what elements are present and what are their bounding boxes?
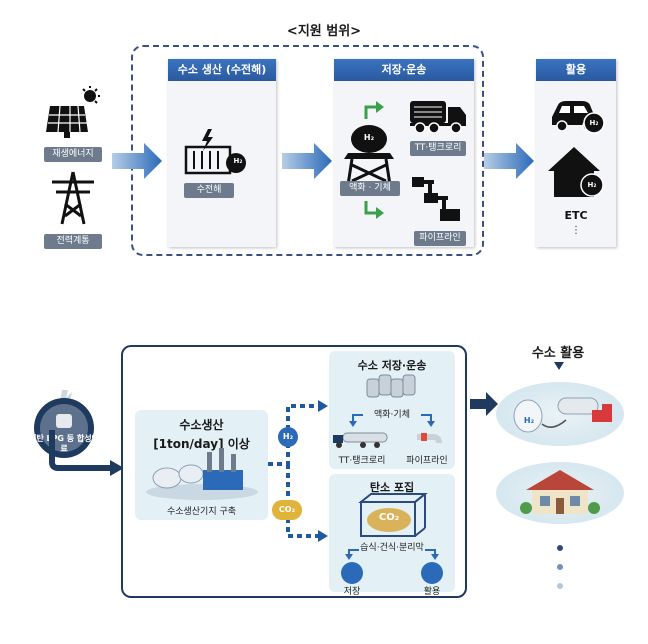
- production-header: 수소 생산 (수전해): [168, 59, 276, 81]
- flow-arrow-icon: [282, 143, 332, 179]
- utilization-header: 활용: [536, 59, 616, 81]
- dotted-connector: [268, 400, 328, 542]
- flow-arrow-icon: [112, 143, 162, 179]
- more-indicator: ⋮: [571, 225, 581, 236]
- synthetic-fuel-source: 메탄 LPG 등 합성연료: [20, 388, 108, 460]
- flow-arrow-icon: [484, 143, 534, 179]
- green-down-arrow-icon: [364, 201, 384, 219]
- pipeline-icon: [412, 177, 460, 221]
- hydrogen-tank-tower-icon: [344, 125, 394, 186]
- h2-icon-label: H₂: [233, 157, 243, 165]
- power-grid-label: 전력계통: [44, 234, 102, 249]
- tube-trailer-chip: TT·탱크로리: [410, 141, 466, 156]
- feed-arrow-icon: [49, 430, 124, 476]
- h2-icon-label: H₂: [589, 119, 599, 127]
- split-arrows-icon: [345, 549, 439, 560]
- renewable-energy-source: 재생에너지: [44, 86, 102, 162]
- car-icon: [552, 101, 605, 134]
- more-dot: [557, 545, 563, 551]
- carbon-capture-panel: 탄소 포집 CO₂ 습식·건식·분리막 저장 활용: [329, 474, 455, 597]
- production-caption: 수소생산기지 구축: [166, 507, 237, 517]
- renewable-energy-label: 재생에너지: [44, 147, 102, 162]
- storage-panel: 수소 저장·운송 액화·기체 TT·탱크로리 파이프라인: [329, 351, 455, 469]
- tube-trailer-icon: [333, 432, 388, 448]
- storage-title: 수소 저장·운송: [357, 359, 427, 372]
- pipeline-chip: 파이프라인: [414, 231, 466, 246]
- capture-storage-label: 저장: [343, 587, 361, 597]
- storage-transport-column: 저장·운송 H₂ 액화 · 기체 TT·탱크로리 파이프라인: [334, 59, 474, 247]
- co2-cube-icon: [358, 493, 428, 537]
- storage-state-label: 액화·기체: [374, 410, 410, 420]
- fuel-source-icon: [34, 390, 94, 458]
- co2-cloud-label: CO₂: [378, 512, 400, 523]
- storage-tanks-icon: [366, 374, 416, 398]
- scope-title: <지원 범위>: [286, 24, 362, 39]
- usage-home-scene: [496, 462, 624, 524]
- production-plant-icon: [146, 448, 258, 500]
- production-column: 수소 생산 (수전해) H₂ 수전해: [168, 59, 276, 247]
- house-icon: [520, 470, 600, 514]
- storage-icon: [341, 562, 363, 584]
- production-panel: 수소생산 [1ton/day] 이상 수소생산기지 구축: [135, 410, 268, 520]
- electrolysis-chip: 수전해: [184, 183, 234, 198]
- more-dot: [557, 564, 563, 570]
- power-grid-source: 전력계통: [44, 170, 102, 249]
- tank-label: H₂: [523, 416, 535, 425]
- down-triangle-icon: [554, 362, 564, 370]
- pipeline-icon: [417, 433, 442, 444]
- split-arrows-icon: [349, 414, 435, 427]
- synthetic-fuel-label: 메탄 LPG 등 합성연료: [28, 434, 100, 453]
- transmission-tower-icon: [52, 171, 94, 225]
- output-arrow-icon: [470, 392, 498, 416]
- utilization-icon: [421, 562, 443, 584]
- usage-station-scene: H₂: [496, 382, 624, 446]
- liquid-gas-chip: 액화 · 기체: [340, 181, 400, 196]
- tube-trailer-label: TT·탱크로리: [338, 456, 386, 466]
- support-scope-frame: [131, 45, 484, 256]
- co2-badge: CO₂: [272, 500, 302, 520]
- etc-label: ETC: [564, 209, 588, 222]
- h2-icon-label: H₂: [363, 133, 375, 142]
- tank-truck-icon: [410, 101, 466, 133]
- electrolyzer-icon: [184, 129, 246, 175]
- solar-panel-icon: [46, 86, 100, 138]
- capture-use-label: 활용: [423, 587, 441, 597]
- capture-title: 탄소 포집: [369, 481, 415, 494]
- refueling-station-icon: [513, 397, 612, 433]
- production-title: 수소생산: [179, 418, 224, 432]
- h2-badge: H₂: [278, 427, 298, 447]
- usage-title: 수소 활용: [531, 346, 585, 361]
- storage-transport-header: 저장·운송: [334, 59, 474, 81]
- pipeline-label: 파이프라인: [406, 456, 448, 466]
- house-icon: [548, 147, 604, 197]
- utilization-column: 활용 H₂ H₂ ETC ⋮: [536, 59, 616, 247]
- more-dot: [557, 583, 563, 589]
- capture-methods-label: 습식·건식·분리막: [360, 543, 424, 553]
- h2-icon-label: H₂: [587, 181, 597, 189]
- green-up-arrow-icon: [364, 101, 384, 119]
- production-capacity: [1ton/day] 이상: [153, 437, 250, 451]
